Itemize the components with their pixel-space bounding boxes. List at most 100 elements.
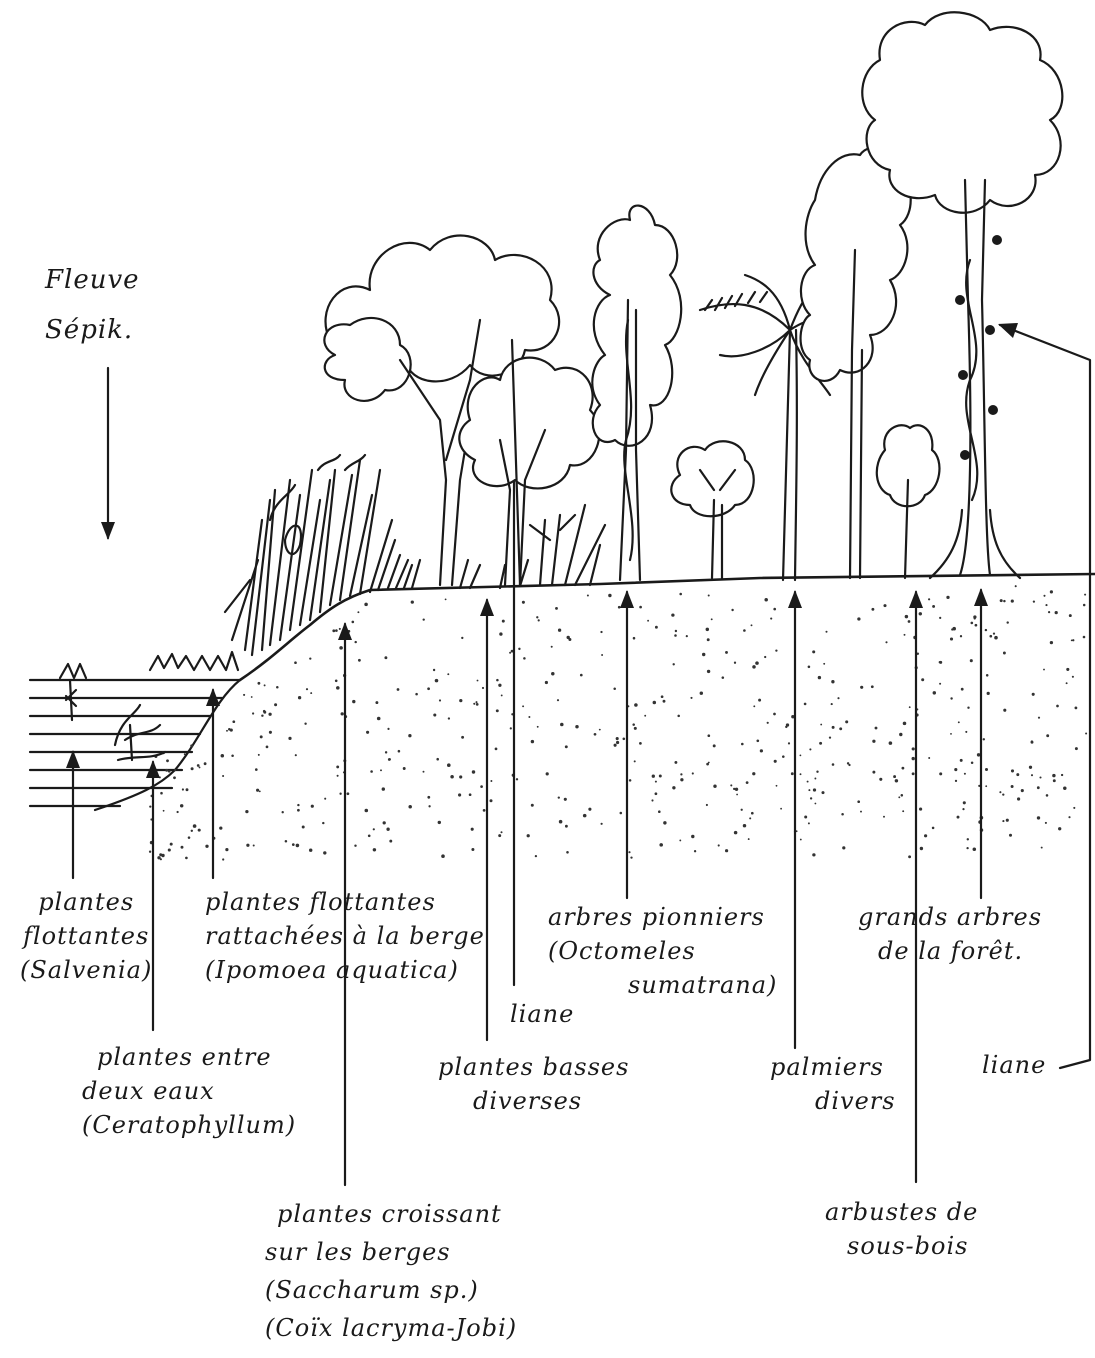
soil-dot [365, 809, 369, 813]
soil-dot [499, 632, 502, 635]
soil-dot [260, 735, 263, 738]
soil-dot [433, 713, 436, 716]
label-line: palmiers [770, 1050, 896, 1084]
label-line: (Salvenia) [20, 953, 152, 987]
soil-dot [339, 628, 341, 630]
soil-dot [634, 727, 637, 730]
soil-dot [168, 770, 171, 773]
soil-dot [297, 804, 299, 806]
soil-dot [298, 696, 301, 699]
soil-dot [1039, 776, 1041, 778]
soil-dot [860, 686, 863, 689]
soil-dot [713, 784, 716, 787]
soil-dot [808, 666, 811, 669]
soil-dot [634, 703, 638, 707]
label-line: plantes flottantes [205, 885, 485, 919]
soil-dot [893, 775, 896, 778]
soil-dot [469, 793, 472, 796]
soil-dot [753, 705, 755, 707]
tree-centre [459, 340, 599, 585]
soil-dot [527, 834, 530, 837]
label-line: sumatrana) [548, 968, 777, 1002]
soil-dot [403, 767, 406, 770]
soil-dot [1069, 614, 1072, 617]
soil-dot [204, 762, 207, 765]
soil-dot [352, 700, 355, 703]
soil-dot [232, 720, 235, 723]
soil-dot [472, 770, 475, 773]
soil-dot [831, 680, 834, 683]
soil-dot [958, 721, 960, 723]
soil-dot [845, 720, 848, 723]
soil-dot [560, 723, 564, 727]
soil-dot [1031, 774, 1033, 776]
soil-dot [808, 789, 810, 791]
soil-dot [706, 804, 708, 806]
soil-dot [857, 800, 860, 803]
label-palmiers: palmiers divers [770, 1050, 896, 1118]
soil-dot [616, 737, 619, 740]
soil-dot [679, 593, 682, 596]
soil-dot [257, 682, 260, 685]
soil-dot [496, 709, 499, 712]
soil-dot [659, 775, 662, 778]
soil-dot [263, 710, 266, 713]
soil-dot [857, 617, 860, 620]
label-line: sous-bois [825, 1229, 978, 1263]
soil-dot [322, 822, 324, 824]
soil-dot [899, 733, 902, 736]
soil-dot [459, 775, 462, 778]
soil-dot [1050, 590, 1053, 593]
soil-dot [205, 845, 208, 848]
soil-dot [623, 738, 626, 741]
soil-dot [282, 811, 284, 813]
soil-dot [341, 712, 344, 715]
soil-dot [251, 696, 253, 698]
soil-dot [397, 688, 400, 691]
soil-dot [184, 753, 186, 755]
soil-dot [1011, 600, 1014, 603]
soil-dot [428, 805, 430, 807]
soil-dot [441, 854, 445, 858]
soil-dot [651, 799, 653, 801]
soil-dot [780, 808, 782, 810]
soil-dot [837, 697, 839, 699]
soil-dot [339, 646, 343, 650]
soil-dot [800, 839, 802, 841]
soil-dot [655, 792, 658, 795]
soil-dot [458, 793, 461, 796]
soil-dot [523, 657, 526, 660]
soil-dot [807, 781, 809, 783]
soil-dot [461, 637, 463, 639]
soil-dot [810, 797, 812, 799]
soil-dot [1056, 705, 1059, 708]
soil-dot [839, 727, 842, 730]
soil-dot [337, 775, 339, 777]
soil-dot [895, 779, 898, 782]
bank-grasses [225, 455, 420, 655]
soil-dot [459, 699, 462, 702]
label-line: plantes basses [438, 1050, 629, 1084]
soil-dot [875, 727, 878, 730]
soil-dot [324, 798, 326, 800]
soil-dot [295, 754, 297, 756]
soil-dot [659, 843, 663, 847]
soil-dot [566, 636, 569, 639]
soil-dot [1068, 816, 1070, 818]
soil-dot [939, 772, 942, 775]
river-title-line-1: Fleuve [45, 255, 140, 305]
soil-dot [1050, 641, 1053, 644]
soil-dot [939, 683, 941, 685]
soil-dot [347, 792, 350, 795]
soil-dot [373, 828, 375, 830]
soil-dot [820, 724, 822, 726]
soil-dot [601, 654, 603, 656]
soil-dot [711, 618, 713, 620]
soil-dot [310, 692, 312, 694]
soil-dot [1002, 793, 1004, 795]
soil-dot [174, 769, 176, 771]
label-line: arbustes de [825, 1195, 978, 1229]
soil-dot [909, 706, 911, 708]
soil-dot [1072, 639, 1074, 641]
soil-dot [1003, 600, 1005, 602]
